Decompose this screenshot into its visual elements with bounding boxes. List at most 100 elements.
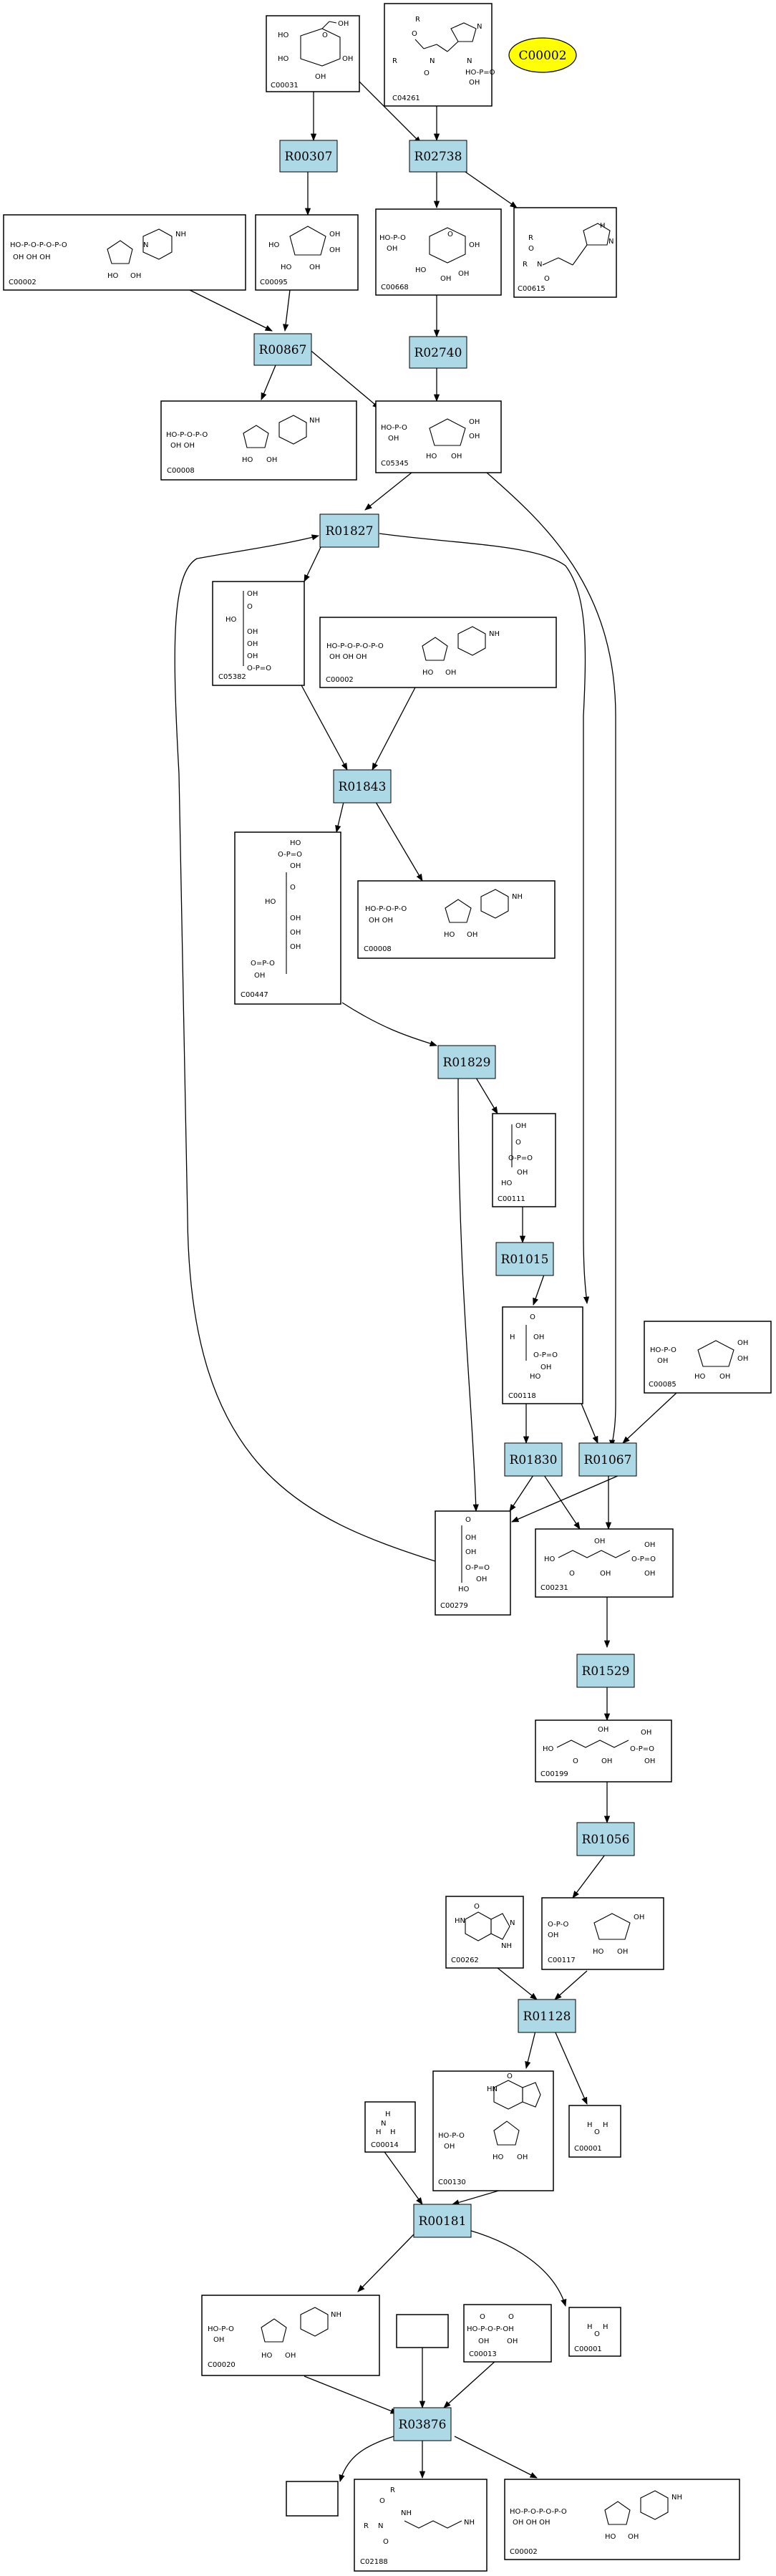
svg-text:OH: OH <box>247 640 258 648</box>
reaction-label: R01830 <box>510 1453 558 1467</box>
compound-label: C00111 <box>498 1195 525 1203</box>
reaction-r01056[interactable]: R01056 <box>576 1822 635 1856</box>
svg-text:H: H <box>385 2111 391 2118</box>
svg-text:HO-P-O: HO-P-O <box>381 424 407 432</box>
edge <box>283 289 291 332</box>
reaction-r01529[interactable]: R01529 <box>576 1654 635 1688</box>
svg-text:HO-P-O: HO-P-O <box>379 234 406 242</box>
structure-drawing: OHN NNH <box>455 1903 515 1950</box>
reaction-r00181[interactable]: R00181 <box>413 2204 472 2238</box>
svg-text:O: O <box>594 2330 600 2338</box>
svg-text:R: R <box>390 2486 395 2494</box>
edge <box>335 801 344 834</box>
svg-text:OH: OH <box>387 245 397 253</box>
svg-text:OH: OH <box>444 2143 455 2151</box>
reaction-label: R00307 <box>285 150 333 164</box>
compound-unnamed-top[interactable] <box>396 2314 449 2348</box>
structure-drawing: HOH <box>587 2323 608 2338</box>
reaction-r01128[interactable]: R01128 <box>518 1999 576 2033</box>
compound-label: C00013 <box>469 2350 497 2358</box>
reaction-r01843[interactable]: R01843 <box>333 769 392 804</box>
highlight-label: C00002 <box>518 49 566 63</box>
svg-text:OH: OH <box>338 20 349 28</box>
svg-text:OH OH OH: OH OH OH <box>13 254 51 261</box>
reaction-r00307[interactable]: R00307 <box>279 140 338 173</box>
reaction-label: R03876 <box>399 2418 447 2432</box>
compound-unnamed-bottom[interactable] <box>286 2481 339 2517</box>
highlight-compound[interactable]: C00002 <box>508 37 577 73</box>
svg-text:O: O <box>412 30 417 38</box>
reaction-r01067[interactable]: R01067 <box>578 1442 637 1477</box>
svg-text:O=P-O: O=P-O <box>251 960 275 968</box>
compound-c00001-a[interactable]: HOH C00001 <box>568 2105 621 2158</box>
svg-text:OH: OH <box>469 241 480 249</box>
edge <box>382 2149 423 2205</box>
svg-text:HO: HO <box>593 1948 604 1956</box>
svg-text:OH: OH <box>458 270 469 278</box>
svg-text:O: O <box>569 1570 575 1578</box>
reaction-r02738[interactable]: R02738 <box>409 140 467 173</box>
edge <box>452 2189 502 2206</box>
compound-c00001-b[interactable]: HOH C00001 <box>568 2307 621 2357</box>
svg-text:HO: HO <box>278 55 289 63</box>
compound-label: C00262 <box>451 1957 479 1964</box>
reaction-label: R01843 <box>339 780 387 794</box>
svg-text:O: O <box>573 1757 578 1765</box>
svg-text:OH OH: OH OH <box>369 917 393 925</box>
reaction-r02740[interactable]: R02740 <box>409 336 467 369</box>
compound-label: C02188 <box>360 2558 388 2566</box>
svg-text:OH: OH <box>634 1914 644 1921</box>
svg-text:OH OH OH: OH OH OH <box>513 2519 551 2527</box>
reaction-r01015[interactable]: R01015 <box>495 1242 554 1276</box>
reaction-label: R01015 <box>501 1253 549 1267</box>
svg-text:R: R <box>392 57 397 65</box>
svg-text:OH: OH <box>342 55 353 63</box>
reaction-r01827[interactable]: R01827 <box>319 513 379 548</box>
svg-text:R: R <box>364 2522 369 2530</box>
reaction-r00867[interactable]: R00867 <box>253 333 312 366</box>
reaction-r03876[interactable]: R03876 <box>393 2407 452 2441</box>
reaction-r01829[interactable]: R01829 <box>437 1045 496 1079</box>
compound-label: C00118 <box>508 1392 536 1400</box>
svg-text:OH: OH <box>329 231 340 238</box>
svg-text:O: O <box>508 2313 514 2321</box>
edge <box>372 687 416 771</box>
reaction-r01830[interactable]: R01830 <box>504 1442 563 1477</box>
svg-text:OH: OH <box>478 2338 489 2345</box>
svg-text:OH OH OH: OH OH OH <box>329 653 367 661</box>
compound-c00262[interactable]: OHN NNH C00262 <box>445 1896 524 1969</box>
edge <box>339 2436 394 2482</box>
svg-text:HO-P=O: HO-P=O <box>465 69 495 77</box>
svg-text:OH: OH <box>476 1576 487 1583</box>
compound-c02188[interactable]: RO NHR N NHO C02188 <box>354 2479 488 2572</box>
